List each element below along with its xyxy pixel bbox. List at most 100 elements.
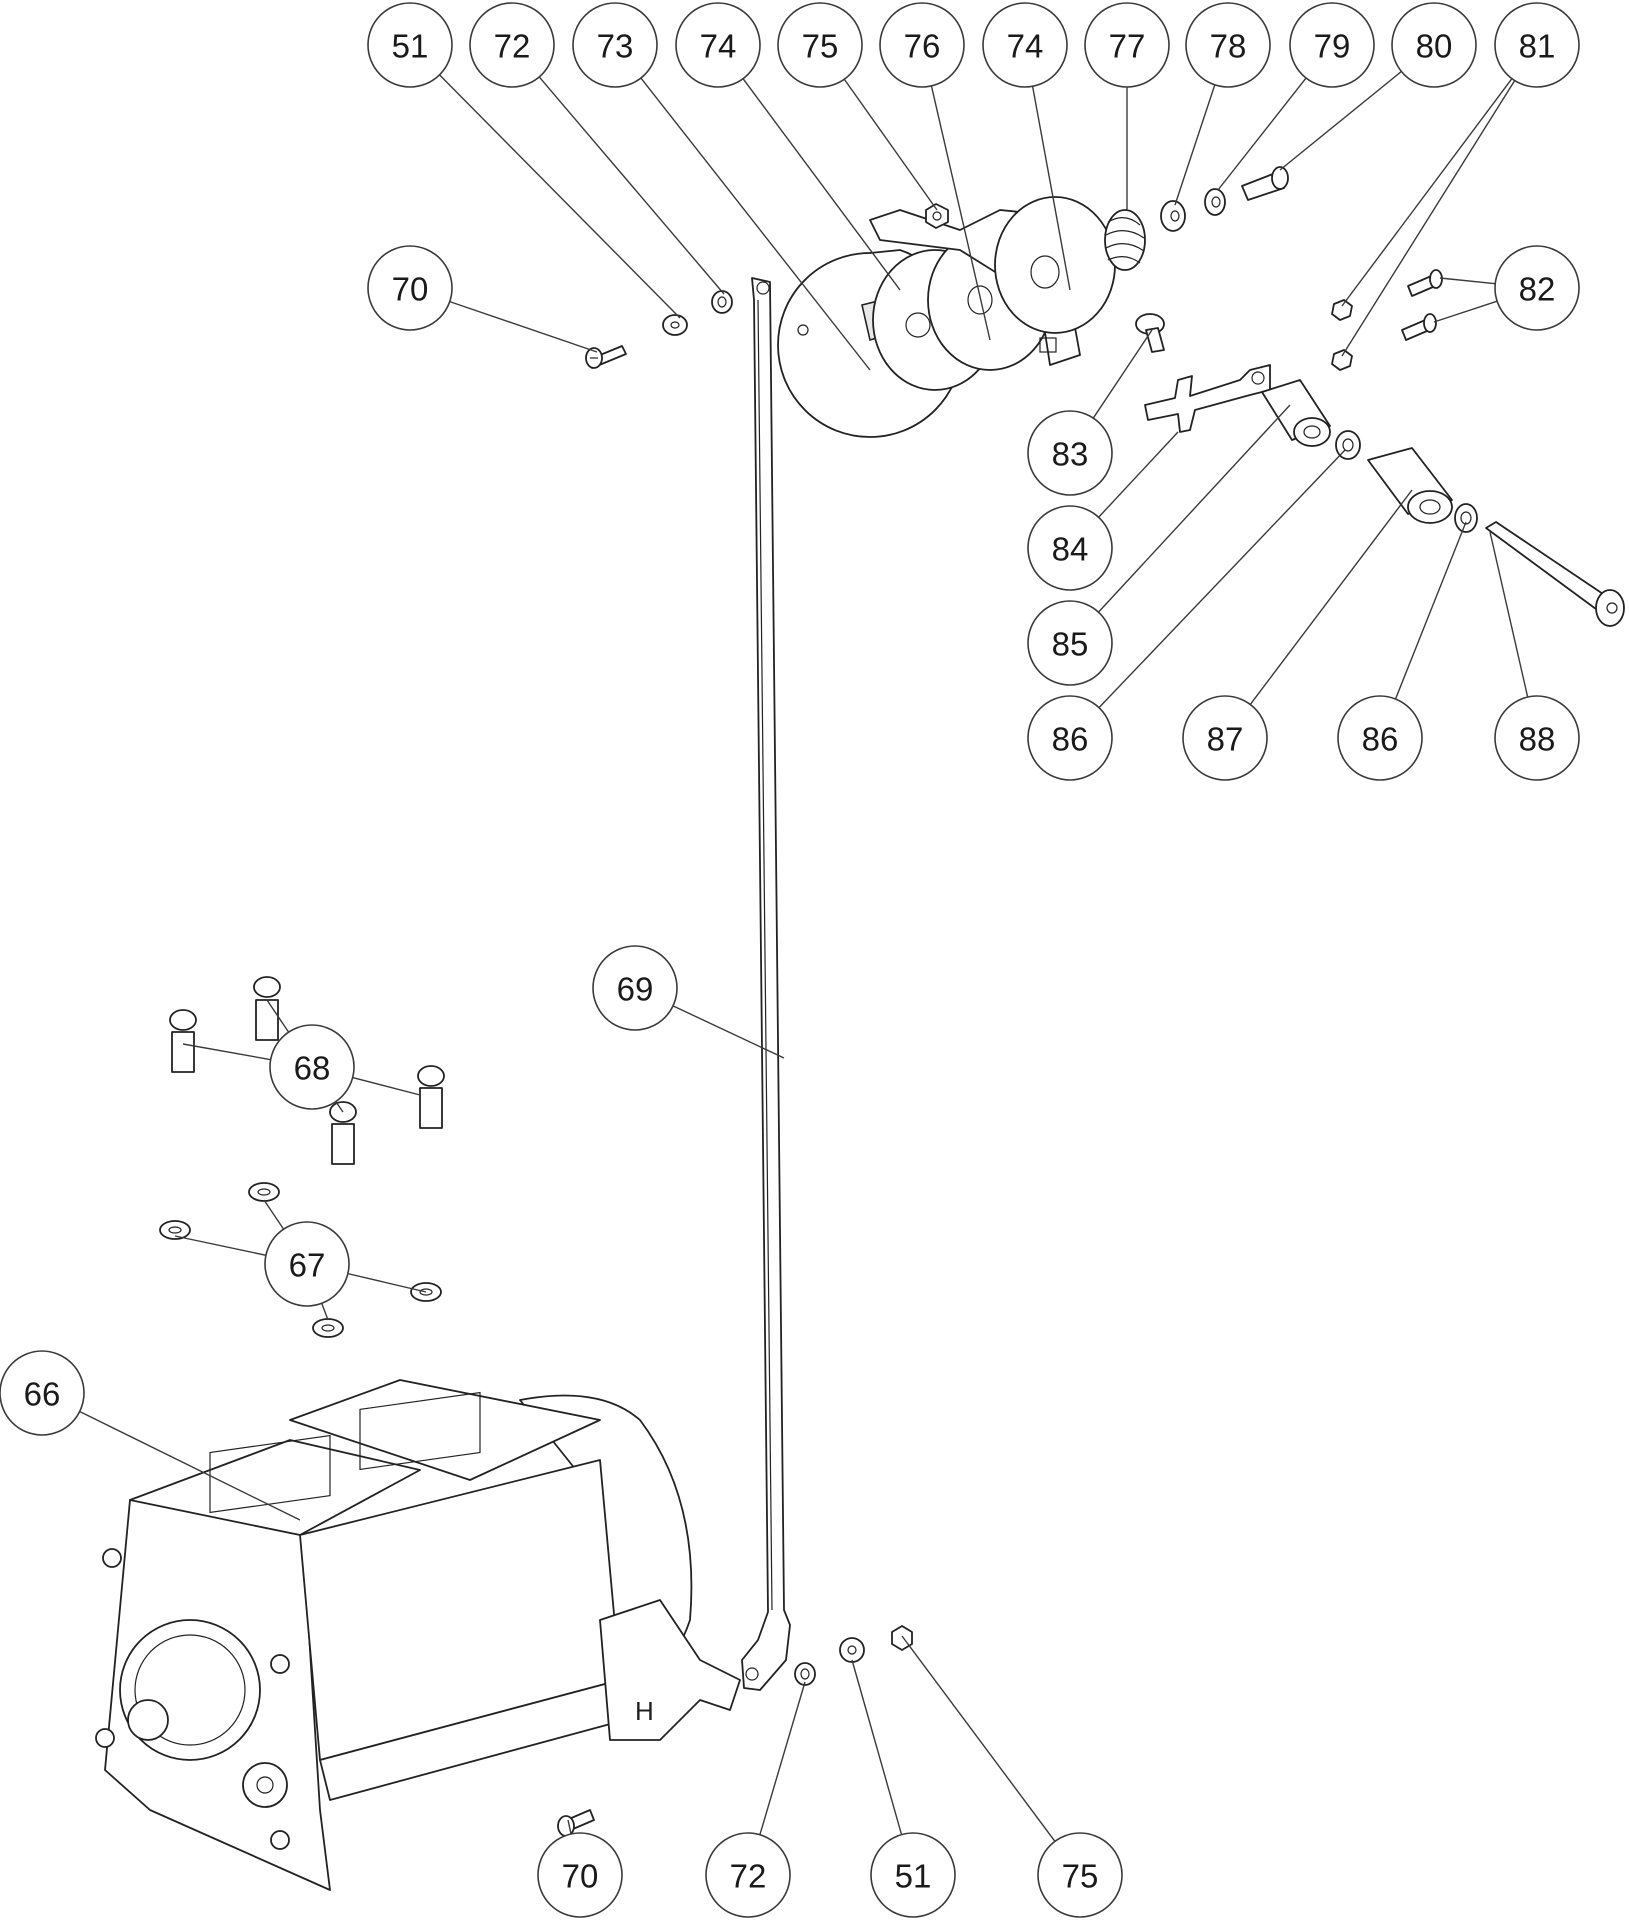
- callout-circle: [1494, 2, 1580, 88]
- callout-label: 74: [700, 28, 737, 65]
- leader-line-67-2: [174, 1235, 267, 1256]
- part-84-lever: [1144, 364, 1271, 433]
- leader-line-66: [79, 1410, 301, 1521]
- callout-label: 86: [1052, 721, 1089, 758]
- callout-label: 72: [730, 1858, 767, 1895]
- callout-label: 74: [1007, 28, 1044, 65]
- callout-label: 87: [1207, 721, 1244, 758]
- leader-line-81-2: [1341, 80, 1516, 357]
- leader-line-73: [640, 77, 871, 371]
- callout-74: 74: [675, 2, 761, 88]
- callout-73: 73: [572, 2, 658, 88]
- leader-line-87: [1249, 489, 1413, 705]
- callout-72: 72: [469, 2, 555, 88]
- leader-line-82-1: [1439, 277, 1496, 285]
- callout-51: 51: [870, 1832, 956, 1918]
- callout-label: 75: [802, 28, 839, 65]
- part-85-bushing: [1261, 379, 1331, 447]
- leader-line-85: [1097, 404, 1291, 613]
- callout-72: 72: [705, 1832, 791, 1918]
- leader-line-69: [672, 1005, 785, 1059]
- leader-line-84: [1098, 431, 1179, 518]
- callout-circle: [1027, 410, 1113, 496]
- callout-label: 66: [24, 1376, 61, 1413]
- callout-circle: [1337, 695, 1423, 781]
- part-72-spacer-top: [711, 290, 733, 314]
- leader-line-67-1: [263, 1199, 285, 1230]
- leader-line-67-4: [321, 1303, 329, 1321]
- leader-line-86: [1394, 521, 1467, 700]
- part-51-washer-bottom: [839, 1637, 865, 1663]
- callout-circle: [572, 2, 658, 88]
- leader-line-72: [759, 1681, 806, 1835]
- callout-circle: [879, 2, 965, 88]
- callout-circle: [592, 945, 678, 1031]
- leader-line-68-3: [352, 1076, 421, 1096]
- callout-circle: [269, 1024, 355, 1110]
- callout-label: 79: [1314, 28, 1351, 65]
- leader-line-86: [1098, 449, 1346, 709]
- callout-circle: [1027, 600, 1113, 686]
- leader-line-68-2: [182, 1043, 271, 1061]
- callout-74: 74: [982, 2, 1068, 88]
- leader-line-76: [930, 85, 991, 341]
- callout-78: 78: [1185, 2, 1271, 88]
- leader-line-75: [843, 78, 938, 211]
- callout-label: 51: [392, 28, 429, 65]
- callout-label: 85: [1052, 626, 1089, 663]
- callout-circle: [537, 1832, 623, 1918]
- callout-circle: [1182, 695, 1268, 781]
- leader-line-75: [901, 1635, 1056, 1842]
- parts-drawing: H: [95, 166, 1625, 1891]
- callout-circle: [1084, 2, 1170, 88]
- callout-label: 88: [1519, 721, 1556, 758]
- callout-86: 86: [1027, 695, 1113, 781]
- callout-circle: [982, 2, 1068, 88]
- leader-line-81-1: [1341, 78, 1513, 307]
- part-75-nut-top: [925, 203, 949, 229]
- leader-line-80: [1279, 70, 1402, 171]
- part-86-washer-b: [1454, 503, 1478, 533]
- callout-circle: [1494, 695, 1580, 781]
- part-80-pin: [1241, 166, 1289, 201]
- leader-line-88: [1489, 531, 1529, 698]
- callout-label: 68: [294, 1050, 331, 1087]
- callout-75: 75: [777, 2, 863, 88]
- callout-70: 70: [537, 1832, 623, 1918]
- callout-circle: [1185, 2, 1271, 88]
- callout-circle: [367, 245, 453, 331]
- callout-label: 70: [392, 271, 429, 308]
- callout-76: 76: [879, 2, 965, 88]
- callout-86: 86: [1337, 695, 1423, 781]
- callout-label: 81: [1519, 28, 1556, 65]
- callout-88: 88: [1494, 695, 1580, 781]
- callout-label: 86: [1362, 721, 1399, 758]
- callout-circle: [675, 2, 761, 88]
- callout-label: 72: [494, 28, 531, 65]
- part-68-cap-screws: [169, 976, 445, 1165]
- callout-circle: [1037, 1832, 1123, 1918]
- part-70-screw-top: [585, 345, 627, 369]
- callout-label: 77: [1109, 28, 1146, 65]
- callout-label: 67: [289, 1247, 326, 1284]
- callout-label: 69: [617, 971, 654, 1008]
- callout-label: 80: [1416, 28, 1453, 65]
- leader-line-78: [1174, 84, 1216, 206]
- callout-label: 78: [1210, 28, 1247, 65]
- callout-label: 84: [1052, 531, 1089, 568]
- callout-circle: [1391, 2, 1477, 88]
- callout-82: 82: [1494, 245, 1580, 331]
- callout-circle: [1494, 245, 1580, 331]
- leader-line-51: [439, 74, 681, 319]
- callout-label: 73: [597, 28, 634, 65]
- svg-text:H: H: [635, 1696, 654, 1726]
- leader-line-79: [1217, 77, 1307, 191]
- callout-circle: [469, 2, 555, 88]
- callout-80: 80: [1391, 2, 1477, 88]
- callout-84: 84: [1027, 505, 1113, 591]
- callout-circle: [777, 2, 863, 88]
- callout-67: 67: [264, 1221, 350, 1307]
- callout-69: 69: [592, 945, 678, 1031]
